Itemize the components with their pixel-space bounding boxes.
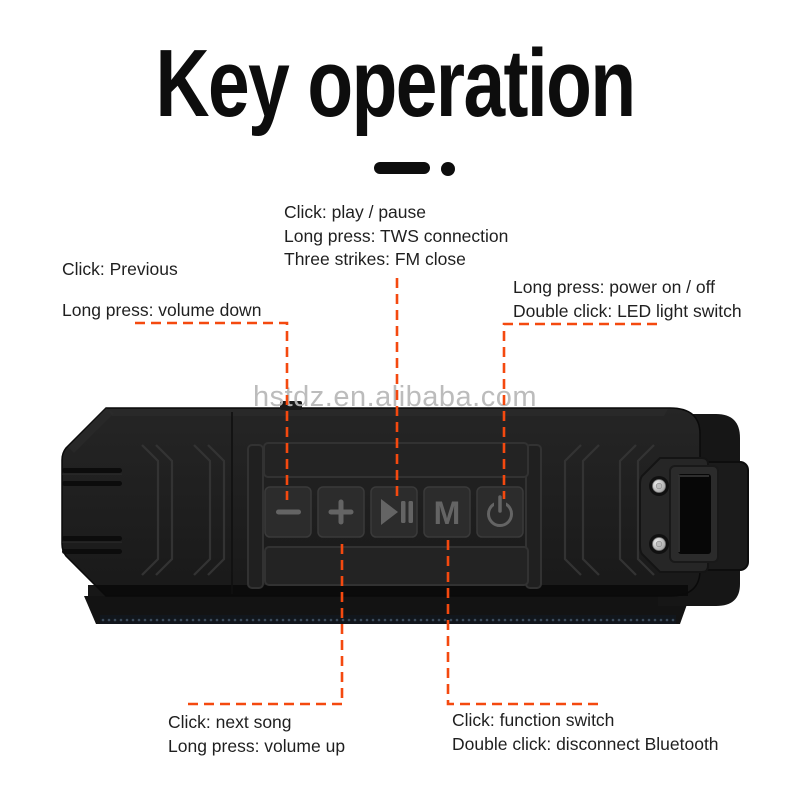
watermark: hstdz.en.alibaba.com <box>252 381 538 413</box>
callout-line: Long press: TWS connection <box>284 225 509 246</box>
callout-line: Double click: LED light switch <box>513 300 742 321</box>
panel-rail-left <box>247 444 264 589</box>
mounting-bracket <box>639 457 749 573</box>
callout-next: Click: next song Long press: volume up <box>168 711 345 758</box>
play-pause-icon <box>381 499 413 525</box>
volume-up-button[interactable] <box>317 486 365 538</box>
callout-line: Click: play / pause <box>284 202 427 222</box>
callout-line: Double click: disconnect Bluetooth <box>452 733 719 754</box>
panel-bottom-strip <box>264 546 529 586</box>
volume-down-button[interactable] <box>264 486 312 538</box>
speaker-base <box>84 596 690 624</box>
callout-line: Long press: power on / off <box>513 277 716 297</box>
callout-function: Click: function switch Double click: dis… <box>452 709 719 756</box>
callout-play-pause: Click: play / pause Long press: TWS conn… <box>284 201 508 272</box>
speaker-image: M <box>58 400 750 635</box>
strap-hole <box>678 474 711 554</box>
mode-button[interactable]: M <box>423 486 471 538</box>
panel-top-strip <box>263 442 529 478</box>
callout-previous: Click: Previous Long press: volume down <box>62 258 261 322</box>
power-button[interactable] <box>476 486 524 538</box>
left-cap-grooves <box>62 468 122 554</box>
bottom-band <box>88 585 688 596</box>
plus-icon <box>328 499 354 525</box>
play-pause-button[interactable] <box>370 486 418 538</box>
callout-line: Click: Previous <box>62 259 178 279</box>
callout-line: Long press: volume up <box>168 735 346 756</box>
control-panel: M <box>247 442 542 589</box>
title-underline-dash <box>374 162 430 174</box>
mode-label: M <box>434 495 461 531</box>
bracket-screw-top <box>649 476 669 496</box>
speaker-grille-texture <box>100 615 676 624</box>
callout-line: Three strikes: FM close <box>284 249 466 269</box>
page-title: Key operation <box>155 30 636 137</box>
minus-icon <box>276 509 301 515</box>
title-underline-dot <box>441 162 455 176</box>
bracket-screw-bottom <box>649 534 669 554</box>
callout-power: Long press: power on / off Double click:… <box>513 276 742 323</box>
power-icon <box>487 495 513 527</box>
callout-line: Long press: volume down <box>62 299 262 320</box>
callout-line: Click: next song <box>168 712 292 732</box>
bevel-highlight <box>68 408 114 453</box>
callout-line: Click: function switch <box>452 710 615 730</box>
